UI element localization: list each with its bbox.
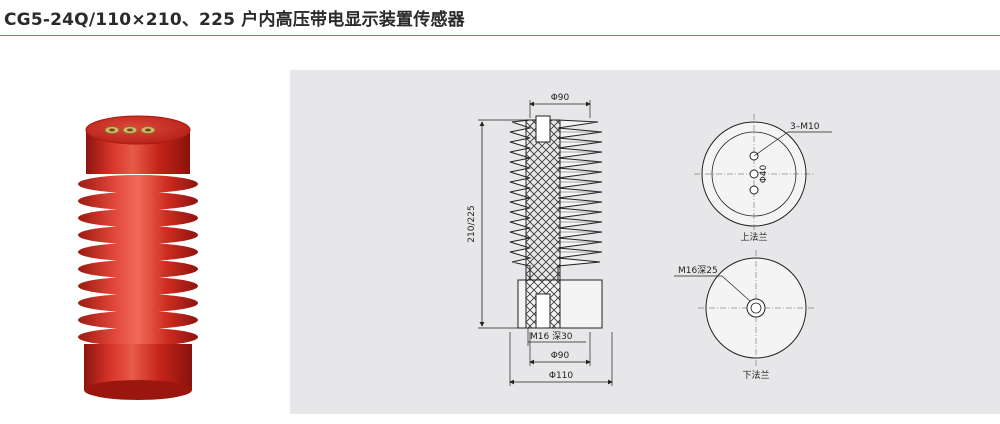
dim-top-diameter: Φ90 (551, 93, 570, 103)
technical-drawing-panel: Φ90 210/225 M16 深30 Φ90 Φ110 (290, 70, 1000, 414)
dim-height: 210/225 (467, 205, 477, 242)
lower-flange-view: M16深25 下法兰 (674, 250, 814, 381)
core-section (525, 119, 561, 281)
brass-inserts (104, 125, 156, 135)
dim-overall-diameter: Φ110 (549, 371, 574, 381)
technical-drawing: Φ90 210/225 M16 深30 Φ90 Φ110 (467, 93, 832, 386)
dim-base-diameter: Φ90 (551, 351, 570, 361)
caption-lower-flange: 下法兰 (742, 369, 769, 381)
rib-lines (558, 131, 600, 253)
dim-thread-bottom: M16 深30 (530, 331, 573, 342)
bottom-insert (535, 293, 551, 329)
top-face (85, 115, 191, 145)
insulator-photo-illustration (78, 115, 198, 400)
product-photo (0, 60, 270, 420)
top-insert (535, 115, 551, 143)
page-header: CG5-24Q/110×210、225 户内高压带电显示装置传感器 (0, 0, 1000, 36)
side-view: Φ90 210/225 M16 深30 Φ90 Φ110 (467, 93, 613, 386)
dim-holes: 3–M10 (790, 122, 820, 132)
upper-flange-view: 3–M10 Φ40 上法兰 (694, 114, 832, 243)
page-title: CG5-24Q/110×210、225 户内高压带电显示装置传感器 (4, 10, 465, 30)
caption-upper-flange: 上法兰 (740, 231, 767, 243)
dim-pitch: Φ40 (759, 164, 769, 183)
title-divider (0, 35, 1000, 36)
insulator-ribs (78, 175, 198, 346)
right-rib-profile (557, 119, 603, 280)
dim-lower-thread: M16深25 (678, 265, 718, 276)
base-bottom-edge (84, 380, 192, 400)
